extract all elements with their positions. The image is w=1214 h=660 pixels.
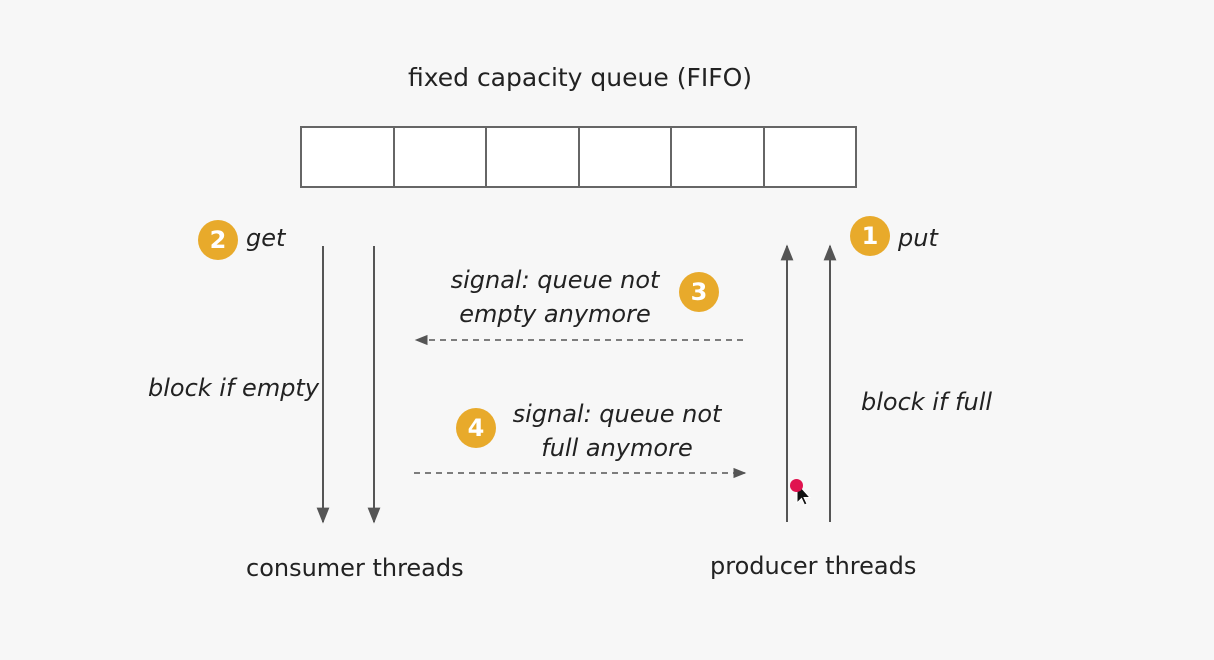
put-step-badge: 1	[850, 216, 890, 256]
queue-buffer	[300, 126, 857, 188]
signal-not-empty-step-badge: 3	[679, 272, 719, 312]
queue-slot-2	[395, 128, 487, 186]
cursor-click-indicator	[790, 479, 803, 492]
queue-slot-5	[672, 128, 765, 186]
queue-slot-4	[580, 128, 672, 186]
queue-slot-3	[487, 128, 580, 186]
put-label: put	[898, 224, 938, 252]
signal-not-full-line1: signal: queue not	[512, 400, 722, 428]
get-label: get	[246, 224, 286, 252]
queue-slot-1	[302, 128, 395, 186]
signal-not-full-step-badge: 4	[456, 408, 496, 448]
signal-not-empty-line2: empty anymore	[459, 300, 651, 328]
producer-threads-label: producer threads	[710, 552, 917, 580]
diagram-title: fixed capacity queue (FIFO)	[407, 63, 753, 92]
signal-not-full-line2: full anymore	[541, 434, 693, 462]
block-if-full-label: block if full	[861, 388, 993, 416]
get-step-badge: 2	[198, 220, 238, 260]
signal-not-empty-line1: signal: queue not	[450, 266, 660, 294]
consumer-threads-label: consumer threads	[246, 554, 464, 582]
block-if-empty-label: block if empty	[148, 374, 320, 402]
